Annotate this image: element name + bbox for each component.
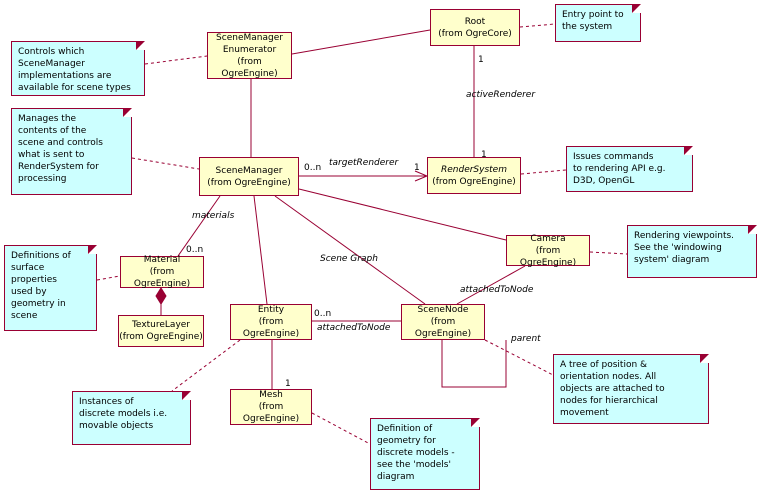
class-enumerator-name-2: Enumerator [222, 44, 277, 55]
note-camera: Rendering viewpoints. See the 'windowing… [627, 225, 757, 278]
label-scene-graph: Scene Graph [320, 254, 378, 264]
class-camera-name: Camera [530, 233, 566, 244]
class-mesh-name: Mesh [259, 390, 283, 400]
class-rendersystem-package: (from OgreEngine) [432, 176, 516, 187]
mult-scenemanager-target: 0..n [304, 163, 322, 173]
note-scenemanager: Manages the contents of the scene and co… [11, 108, 132, 195]
class-enumerator-package: (from OgreEngine) [221, 56, 278, 79]
label-active-renderer: activeRenderer [466, 90, 536, 100]
class-material[interactable]: Material (from OgreEngine) [120, 255, 204, 289]
note-material: Definitions of surface properties used b… [4, 245, 97, 331]
class-rendersystem-name: RenderSystem [440, 164, 507, 175]
class-material-package: (from OgreEngine) [133, 267, 191, 289]
class-material-name: Material [143, 255, 181, 265]
note-rendersystem: Issues commands to rendering API e.g. D3… [566, 146, 693, 192]
class-root-package: (from OgreCore) [438, 28, 512, 39]
mult-rendersystem-top: 1 [481, 150, 487, 160]
class-texturelayer[interactable]: TextureLayer (from OgreEngine) [118, 315, 204, 347]
label-parent: parent [511, 334, 541, 344]
class-scenenode[interactable]: SceneNode (from OgreEngine) [401, 304, 485, 340]
class-entity-package: (from OgreEngine) [242, 317, 300, 339]
class-entity[interactable]: Entity (from OgreEngine) [230, 304, 312, 340]
class-scenemanager-package: (from OgreEngine) [207, 177, 291, 188]
mult-rendersystem-left: 1 [414, 163, 420, 173]
mult-mesh: 1 [285, 379, 291, 389]
label-materials: materials [192, 211, 235, 221]
class-texturelayer-package: (from OgreEngine) [119, 332, 203, 342]
class-root[interactable]: Root (from OgreCore) [430, 9, 520, 46]
class-root-name: Root [464, 16, 486, 27]
mult-entity: 0..n [314, 309, 332, 319]
class-scenemanager-enumerator[interactable]: SceneManager Enumerator (from OgreEngine… [207, 32, 292, 79]
class-enumerator-name-1: SceneManager [216, 32, 283, 43]
class-scenenode-package: (from OgreEngine) [414, 317, 472, 339]
note-scenenode: A tree of position & orientation nodes. … [553, 354, 709, 424]
label-target-renderer: targetRenderer [329, 158, 399, 168]
class-camera[interactable]: Camera (from OgreEngine) [506, 233, 590, 268]
mult-root-rendersystem: 1 [478, 55, 484, 65]
note-enumerator: Controls which SceneManager implementati… [11, 41, 145, 96]
class-camera-package: (from OgreEngine) [519, 245, 577, 268]
class-rendersystem[interactable]: RenderSystem (from OgreEngine) [427, 157, 521, 194]
label-attached-to-node-camera: attachedToNode [460, 285, 534, 295]
note-root: Entry point to the system [555, 4, 641, 42]
note-mesh: Definition of geometry for discrete mode… [370, 418, 480, 490]
class-scenenode-name: SceneNode [417, 305, 469, 315]
label-attached-to-node-entity: attachedToNode [317, 323, 391, 333]
mult-material: 0..n [186, 245, 204, 255]
class-entity-name: Entity [257, 305, 285, 315]
class-scenemanager-name: SceneManager [215, 165, 283, 176]
class-scenemanager[interactable]: SceneManager (from OgreEngine) [199, 157, 299, 196]
class-mesh[interactable]: Mesh (from OgreEngine) [230, 389, 312, 425]
class-texturelayer-name: TextureLayer [131, 320, 191, 330]
note-entity: Instances of discrete models i.e. movabl… [72, 391, 191, 445]
class-mesh-package: (from OgreEngine) [242, 402, 300, 424]
